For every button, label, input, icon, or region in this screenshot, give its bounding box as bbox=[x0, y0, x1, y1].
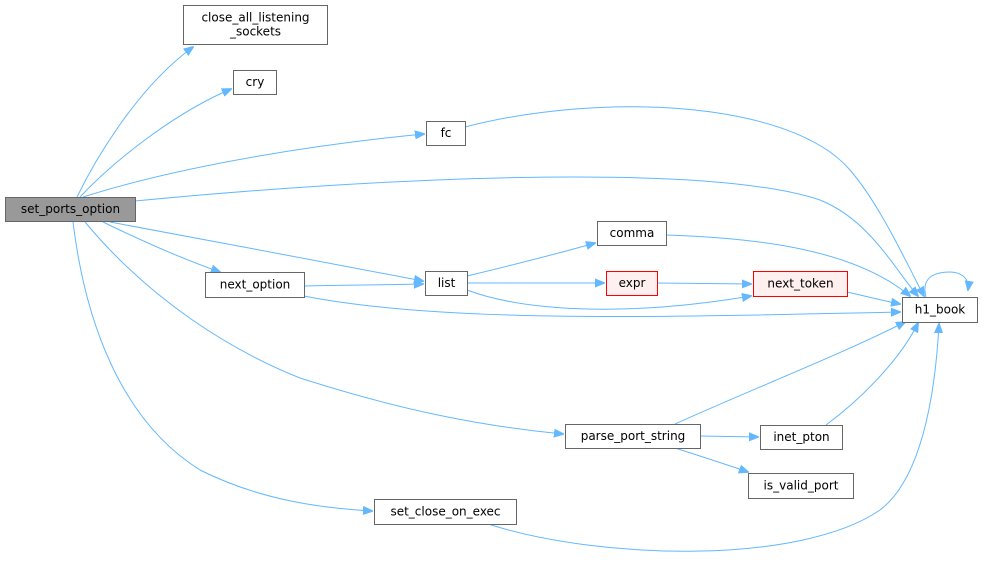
node-label: expr bbox=[619, 276, 646, 290]
edge-comma-to-h1_book bbox=[665, 234, 910, 296]
edge-line bbox=[84, 221, 563, 434]
node-list[interactable]: list bbox=[425, 271, 468, 296]
edge-set_ports_option-to-next_option bbox=[102, 221, 220, 272]
node-label: next_option bbox=[220, 278, 291, 292]
node-box bbox=[426, 121, 466, 146]
node-box bbox=[565, 424, 701, 449]
nodes-layer: set_ports_option close_all_listening_sock… bbox=[5, 5, 978, 525]
node-box bbox=[597, 221, 667, 246]
node-next_option[interactable]: next_option bbox=[205, 272, 305, 298]
node-label: set_close_on_exec bbox=[390, 505, 500, 519]
node-label: cry bbox=[246, 75, 265, 89]
node-set_close_on_exec[interactable]: set_close_on_exec bbox=[374, 499, 517, 525]
edge-inet_pton-to-h1_book bbox=[825, 323, 918, 426]
node-is_valid_port[interactable]: is_valid_port bbox=[748, 473, 854, 499]
edge-line bbox=[846, 291, 900, 304]
node-label: parse_port_string bbox=[581, 429, 686, 443]
node-label: set_ports_option bbox=[21, 202, 120, 216]
edge-set_ports_option-to-fc bbox=[82, 134, 424, 198]
node-label: list bbox=[438, 276, 456, 290]
edge-line bbox=[656, 283, 751, 284]
edge-parse_port_string-to-h1_book bbox=[674, 322, 905, 425]
edge-set_ports_option-to-cry bbox=[79, 89, 231, 198]
edge-expr-to-next_token bbox=[656, 283, 751, 284]
edge-line bbox=[674, 447, 748, 472]
node-box bbox=[902, 297, 978, 323]
node-label: fc bbox=[441, 126, 452, 140]
edge-set_ports_option-to-list bbox=[109, 221, 423, 281]
edge-line bbox=[303, 295, 900, 318]
edge-line bbox=[466, 243, 595, 277]
edge-set_ports_option-to-set_close_on_exec bbox=[72, 221, 372, 511]
edge-set_ports_option-to-parse_port_string bbox=[84, 221, 563, 434]
node-box bbox=[748, 473, 854, 499]
edge-line bbox=[102, 221, 220, 272]
node-box bbox=[606, 271, 658, 296]
node-cry[interactable]: cry bbox=[233, 70, 277, 95]
edge-line bbox=[466, 289, 751, 310]
edge-line bbox=[109, 221, 423, 281]
node-inet_pton[interactable]: inet_pton bbox=[760, 425, 843, 450]
edge-line bbox=[303, 284, 423, 286]
node-box bbox=[425, 271, 468, 296]
node-parse_port_string[interactable]: parse_port_string bbox=[565, 424, 701, 449]
edge-line bbox=[72, 221, 372, 511]
node-box bbox=[753, 271, 848, 297]
node-label: next_token bbox=[767, 277, 833, 291]
node-h1_book[interactable]: h1_book bbox=[902, 297, 978, 323]
edges-layer bbox=[72, 47, 968, 552]
node-label: h1_book bbox=[915, 303, 966, 317]
edge-parse_port_string-to-is_valid_port bbox=[674, 447, 748, 472]
node-set_ports_option: set_ports_option bbox=[5, 197, 136, 222]
edge-set_close_on_exec-to-h1_book bbox=[487, 324, 939, 552]
edge-line bbox=[487, 324, 939, 552]
edge-h1_book-to-h1_book bbox=[924, 271, 968, 298]
edge-set_ports_option-to-close_all_listening_sockets bbox=[76, 47, 193, 198]
edge-next_token-to-h1_book bbox=[846, 291, 900, 304]
node-label: close_all_listening bbox=[201, 11, 309, 25]
node-label: is_valid_port bbox=[764, 479, 839, 493]
node-label: comma bbox=[610, 226, 655, 240]
node-next_token[interactable]: next_token bbox=[753, 271, 848, 297]
node-comma[interactable]: comma bbox=[597, 221, 667, 246]
edge-list-to-next_token bbox=[466, 289, 751, 310]
edge-line bbox=[134, 176, 918, 296]
node-label: inet_pton bbox=[773, 430, 829, 444]
edge-next_option-to-h1_book bbox=[303, 295, 900, 318]
node-box bbox=[374, 499, 517, 525]
edge-line bbox=[464, 106, 924, 296]
node-box bbox=[233, 70, 277, 95]
node-expr[interactable]: expr bbox=[606, 271, 658, 296]
edge-line bbox=[674, 322, 905, 425]
edge-line bbox=[76, 47, 193, 198]
edge-line bbox=[825, 323, 918, 426]
node-box bbox=[205, 272, 305, 298]
node-box bbox=[760, 425, 843, 450]
edge-line bbox=[665, 234, 910, 296]
node-box bbox=[183, 5, 328, 45]
node-fc[interactable]: fc bbox=[426, 121, 466, 146]
edge-line bbox=[699, 436, 758, 437]
edge-fc-to-h1_book bbox=[464, 106, 924, 296]
node-close_all_listening_sockets[interactable]: close_all_listening_sockets bbox=[183, 5, 328, 45]
edge-line bbox=[82, 134, 424, 198]
node-label: _sockets bbox=[229, 25, 281, 39]
edge-parse_port_string-to-inet_pton bbox=[699, 436, 758, 437]
node-box bbox=[5, 197, 136, 222]
edge-set_ports_option-to-h1_book bbox=[134, 176, 918, 296]
edge-line bbox=[79, 89, 231, 198]
edge-next_option-to-list bbox=[303, 284, 423, 286]
edge-line bbox=[924, 271, 968, 298]
edge-list-to-comma bbox=[466, 243, 595, 277]
